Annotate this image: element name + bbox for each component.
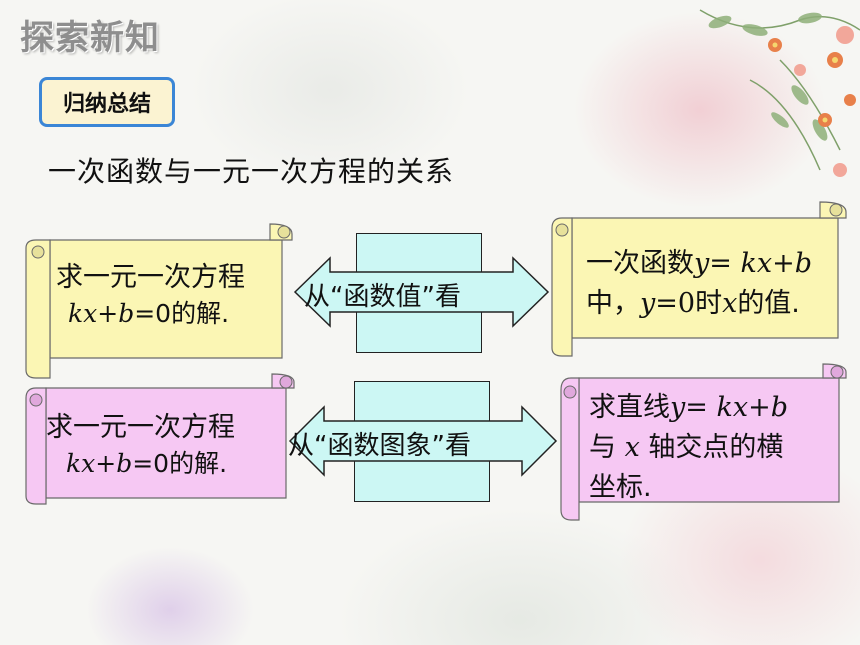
row2-right-kx: kx	[716, 392, 749, 423]
scroll-shape-icon	[551, 201, 847, 357]
row2-right-l2-suffix: 轴交点的横	[639, 432, 784, 463]
row1-right-prefix: 一次函数	[586, 248, 694, 279]
row2-left-plus: +	[95, 449, 117, 478]
row1-right-l2-prefix: 中，	[586, 288, 640, 319]
row2-right-l2-prefix: 与	[589, 432, 625, 463]
row2-left-b: b	[116, 449, 133, 478]
row2-left-kx: kx	[66, 449, 96, 478]
row2-left-line1: 求一元一次方程	[46, 412, 235, 443]
row1-left-scroll: 求一元一次方程 kx+b=0的解.	[20, 218, 293, 382]
row2-left-scroll: 求一元一次方程 kx+b=0的解.	[22, 372, 295, 506]
row2-right-scroll: 求直线y= kx+b 与 x 轴交点的横 坐标.	[557, 363, 847, 522]
row1-right-l2-suffix: 的值.	[737, 288, 800, 319]
scroll-shape-icon	[25, 223, 293, 379]
row2-right-prefix: 求直线	[589, 392, 670, 423]
row2-right-l3: 坐标.	[589, 472, 652, 503]
header-title: 探索新知	[20, 18, 160, 58]
row2-right-y: y	[670, 392, 686, 423]
row1-right-l2-mid: =0时	[655, 288, 723, 319]
row2-left-eq-rest: =0的解.	[132, 449, 228, 478]
row1-right-y: y	[694, 248, 710, 279]
row1-right-kx: kx	[740, 248, 773, 279]
scroll-shape-icon	[25, 373, 295, 505]
row1-left-b: b	[118, 299, 135, 328]
row1-right-l2-x: x	[722, 288, 738, 319]
row2-right-l2-x: x	[624, 432, 640, 463]
summary-badge-label: 归纳总结	[62, 92, 151, 117]
row1-left-kx: kx	[68, 299, 98, 328]
row1-right-plus: +	[772, 248, 795, 279]
row2-arrow-label: 从“函数图象”看	[288, 431, 471, 461]
row1-right-eq: =	[709, 248, 741, 279]
row1-left-plus: +	[97, 299, 119, 328]
floral-decoration-icon	[699, 9, 860, 177]
row2-right-plus: +	[748, 392, 771, 423]
row1-left-eq-rest: =0的解.	[134, 299, 230, 328]
row1-arrow-label: 从“函数值”看	[304, 282, 461, 312]
row2-right-eq: =	[685, 392, 717, 423]
row1-right-l2-y: y	[640, 288, 656, 319]
scroll-shape-icon	[560, 363, 847, 521]
row2-right-b: b	[770, 392, 788, 423]
summary-badge: 归纳总结	[39, 77, 175, 127]
row1-right-b: b	[794, 248, 812, 279]
section-title: 一次函数与一元一次方程的关系	[48, 155, 455, 188]
row1-left-line1: 求一元一次方程	[56, 262, 245, 293]
row1-right-scroll: 一次函数y= kx+b 中，y=0时x的值.	[548, 198, 847, 360]
